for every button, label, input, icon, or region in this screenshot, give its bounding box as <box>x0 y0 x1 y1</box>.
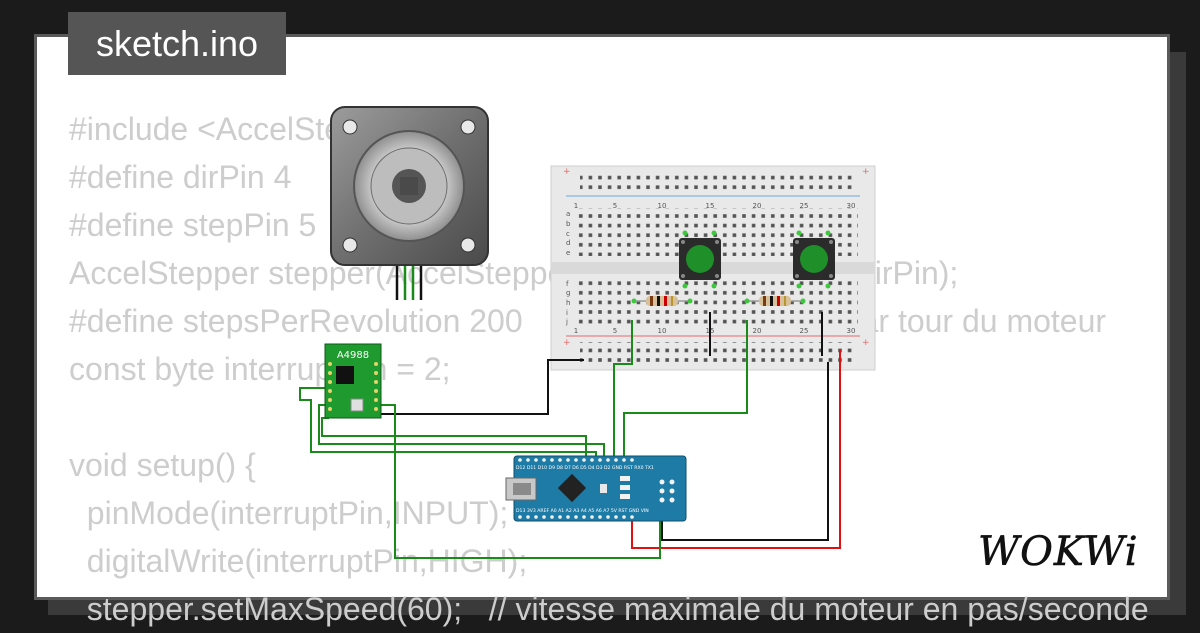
arduino-bottom-header <box>518 515 634 519</box>
column-label: 25 <box>800 327 809 335</box>
column-label: 20 <box>753 327 762 335</box>
wire-green-button1 <box>613 320 633 460</box>
row-label: d <box>566 239 570 247</box>
file-title-tab[interactable]: sketch.ino <box>68 12 286 75</box>
column-label: 5 <box>613 202 617 210</box>
column-label: 1 <box>574 202 578 210</box>
code-line: #define stepPin 5 <box>69 207 317 243</box>
svg-text:+: + <box>862 167 870 177</box>
resistor-1[interactable] <box>631 296 693 306</box>
arduino-top-header <box>518 458 634 462</box>
wire-black-gnd-main <box>661 362 829 541</box>
wire-green-driver-2 <box>318 404 605 460</box>
svg-text:+: + <box>563 167 571 177</box>
arduino-top-pin-labels: D12 D11 D10 D9 D8 D7 D6 D5 D4 D3 D2 GND … <box>516 465 654 471</box>
column-label: 10 <box>658 327 667 335</box>
column-label: 10 <box>658 202 667 210</box>
row-label: e <box>566 249 570 257</box>
resistor-2[interactable] <box>744 296 806 306</box>
wire-black-breadboard-driver <box>376 359 584 415</box>
column-label: 1 <box>574 327 578 335</box>
driver-label: A4988 <box>337 350 369 361</box>
column-label: 25 <box>800 202 809 210</box>
a4988-driver[interactable]: A4988 <box>324 343 382 419</box>
wire-green-driver-3 <box>376 404 661 559</box>
row-label: j <box>565 318 568 326</box>
pushbutton-1[interactable] <box>679 230 721 289</box>
row-label: b <box>566 220 571 228</box>
pushbutton-2[interactable] <box>793 230 835 289</box>
row-label: f <box>566 280 569 288</box>
wire-green-driver-4 <box>321 417 587 460</box>
wire-red-5v <box>631 350 841 549</box>
wire-green-button2 <box>623 320 748 460</box>
row-label: a <box>566 210 570 218</box>
row-label: h <box>566 299 570 307</box>
code-line: digitalWrite(interruptPin,HIGH); <box>69 543 528 579</box>
code-line: pinMode(interruptPin,INPUT); <box>69 495 509 531</box>
wire-green-driver-1 <box>299 387 597 460</box>
arduino-bottom-pin-labels: D13 3V3 AREF A0 A1 A2 A3 A4 A5 A6 A7 5V … <box>516 508 649 514</box>
wokwi-logo-text: WOKWi <box>978 529 1139 575</box>
column-labels-top: 1 5 10 15 20 25 30 <box>574 202 856 210</box>
column-label: 30 <box>847 202 856 210</box>
row-label: c <box>566 230 570 238</box>
column-label: 5 <box>613 327 617 335</box>
column-label: 20 <box>753 202 762 210</box>
row-label: g <box>566 289 570 297</box>
code-line: #define dirPin 4 <box>69 159 292 195</box>
svg-text:+: + <box>862 338 870 348</box>
code-line: stepper.setMaxSpeed(60); // vitesse maxi… <box>69 591 1149 627</box>
wokwi-logo: WOKWi <box>978 529 1139 576</box>
arduino-nano[interactable]: D12 D11 D10 D9 D8 D7 D6 D5 D4 D3 D2 GND … <box>505 455 687 522</box>
column-label: 30 <box>847 327 856 335</box>
row-labels: a b c d e f g h i j <box>565 210 571 326</box>
code-line: void setup() { <box>69 447 256 483</box>
row-label: i <box>566 309 568 317</box>
wires <box>299 312 841 559</box>
column-label: 15 <box>706 202 715 210</box>
stepper-motor[interactable] <box>330 106 489 300</box>
svg-text:+: + <box>563 338 571 348</box>
